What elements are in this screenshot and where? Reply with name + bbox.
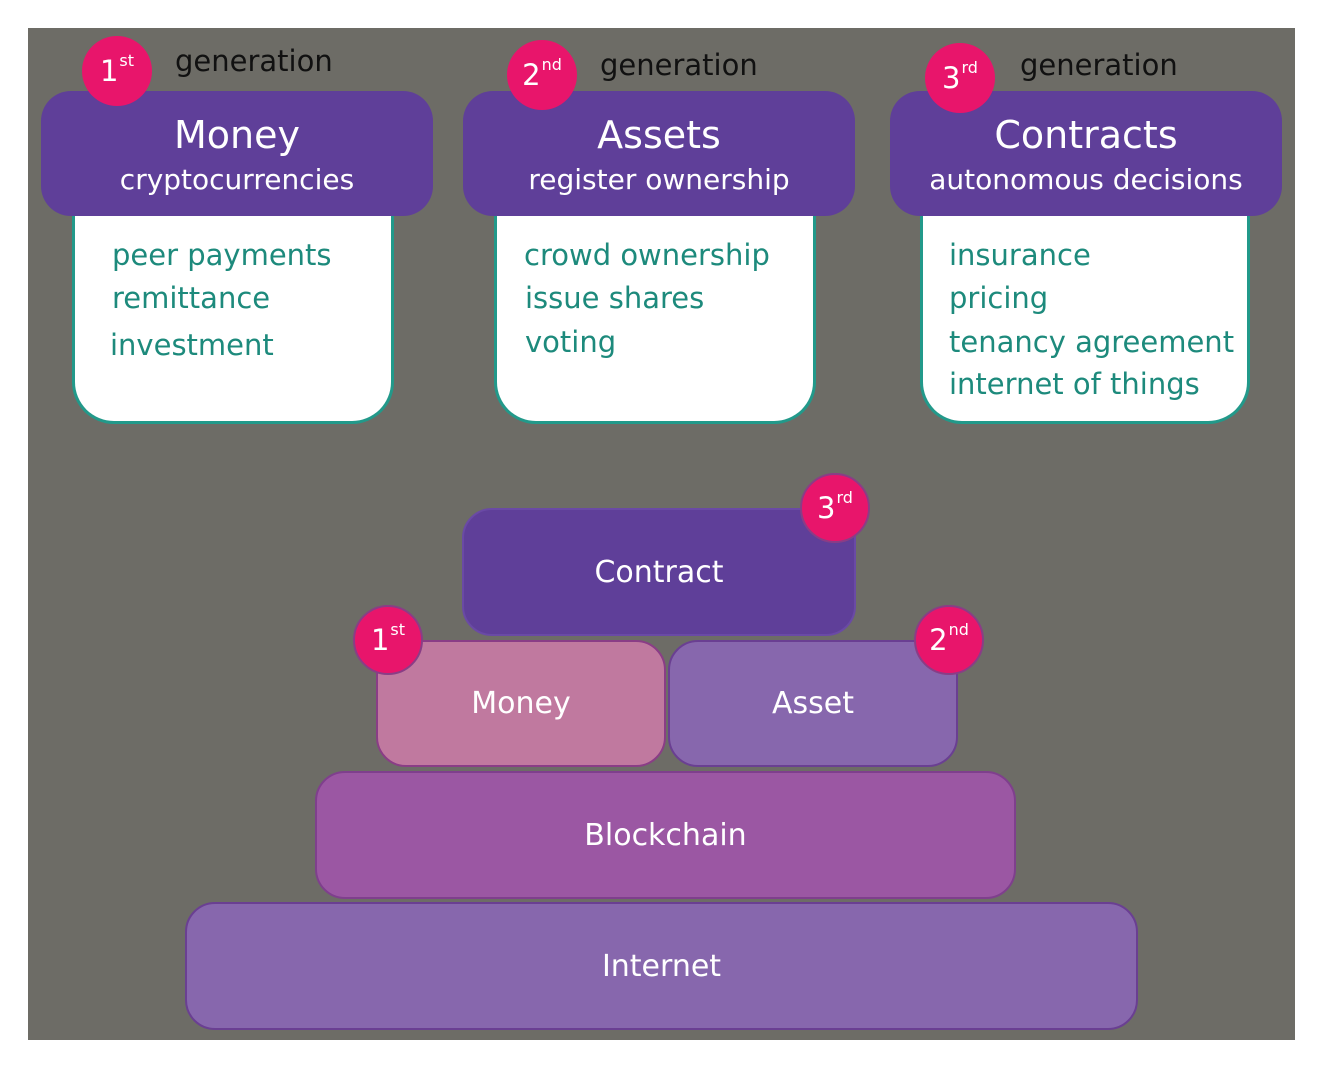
generation-1-label: generation bbox=[175, 44, 333, 78]
generation-2-subtitle: register ownership bbox=[528, 163, 790, 196]
use-case-item: pricing bbox=[949, 281, 1049, 315]
badge-suffix: nd bbox=[541, 55, 562, 74]
generation-2-label: generation bbox=[600, 48, 758, 82]
internet-layer-label: Internet bbox=[601, 948, 722, 984]
blockchain-layer-label: Blockchain bbox=[584, 817, 747, 853]
generation-3-subtitle: autonomous decisions bbox=[929, 163, 1243, 196]
generation-1-title: Money bbox=[174, 113, 300, 157]
use-case-item: issue shares bbox=[525, 281, 705, 315]
badge-suffix: st bbox=[119, 51, 135, 70]
badge-suffix: nd bbox=[948, 620, 969, 639]
use-case-item: tenancy agreement bbox=[949, 325, 1235, 359]
generation-2-header: Assets register ownership bbox=[463, 91, 855, 216]
generation-2-title: Assets bbox=[597, 113, 721, 157]
badge-number: 1 bbox=[370, 622, 390, 657]
badge-number: 3 bbox=[942, 60, 961, 95]
badge-suffix: st bbox=[390, 620, 406, 639]
badge-number: 2 bbox=[522, 57, 541, 92]
badge-number: 3 bbox=[817, 490, 836, 525]
use-case-item: internet of things bbox=[949, 367, 1200, 401]
blockchain-layer: Blockchain bbox=[315, 771, 1016, 899]
asset-layer: Asset bbox=[668, 640, 958, 767]
money-layer-label: Money bbox=[471, 686, 571, 721]
badge-number: 1 bbox=[99, 53, 119, 88]
badge-number: 2 bbox=[929, 622, 948, 657]
use-case-item: insurance bbox=[949, 238, 1091, 272]
generation-3-header: Contracts autonomous decisions bbox=[890, 91, 1282, 216]
badge-suffix: rd bbox=[961, 58, 978, 77]
generation-3-use-cases: insurance pricing tenancy agreement inte… bbox=[920, 212, 1250, 424]
use-case-item: investment bbox=[110, 328, 274, 362]
contract-layer-label: Contract bbox=[594, 554, 724, 590]
use-case-item: crowd ownership bbox=[524, 238, 770, 272]
generation-2-use-cases: crowd ownership issue shares voting bbox=[494, 212, 816, 424]
money-layer: Money bbox=[376, 640, 666, 767]
internet-layer: Internet bbox=[185, 902, 1138, 1030]
generation-3-label: generation bbox=[1020, 48, 1178, 82]
use-case-item: remittance bbox=[112, 281, 271, 315]
badge-suffix: rd bbox=[836, 488, 853, 507]
generation-1-header: Money cryptocurrencies bbox=[41, 91, 433, 216]
use-case-item: voting bbox=[525, 325, 617, 359]
generation-1-use-cases: peer payments remittance investment bbox=[72, 212, 394, 424]
generation-1-subtitle: cryptocurrencies bbox=[119, 163, 355, 196]
generation-3-title: Contracts bbox=[994, 113, 1178, 157]
use-case-item: peer payments bbox=[112, 238, 332, 272]
contract-layer: Contract bbox=[462, 508, 856, 636]
diagram-canvas: peer payments remittance investment Mone… bbox=[28, 28, 1295, 1040]
asset-layer-label: Asset bbox=[771, 686, 854, 721]
